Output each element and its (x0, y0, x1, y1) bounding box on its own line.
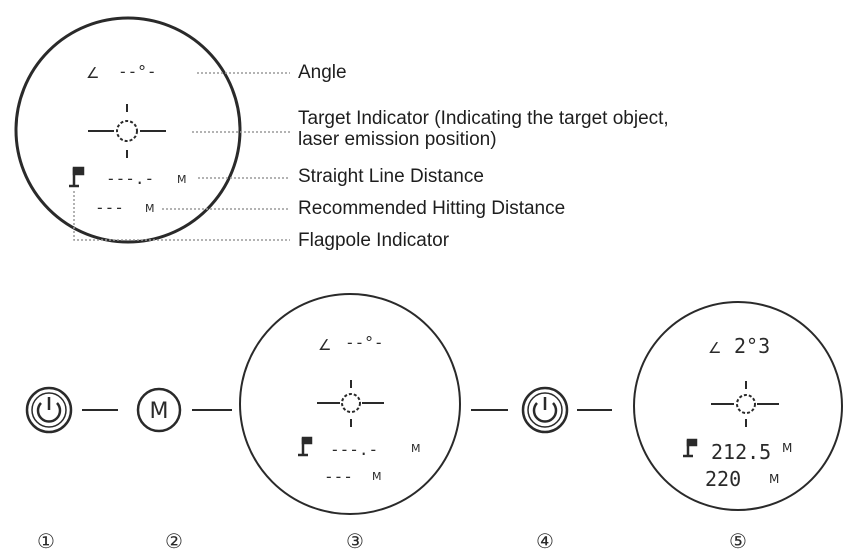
straight-distance-value: ---.- (106, 169, 154, 188)
svg-text:M: M (782, 441, 792, 455)
recommended-distance-unit: M (145, 202, 155, 215)
step-number-4: ④ (536, 529, 554, 553)
power-button-icon (521, 386, 569, 434)
callout-target-line2: laser emission position) (298, 129, 497, 150)
display-blank: ∠ --°- ---.- M --- M (239, 293, 461, 515)
straight-distance-unit: M (177, 173, 187, 186)
svg-text:2°3: 2°3 (734, 334, 770, 358)
callout-angle: Angle (298, 62, 347, 83)
angle-symbol: ∠ (86, 64, 99, 82)
leader-lines (73, 72, 290, 241)
svg-text:212.5: 212.5 (711, 440, 771, 464)
crosshair-icon (88, 104, 166, 158)
display-result: ∠ 2°3 212.5 M 220 M (633, 301, 843, 511)
flag-icon (69, 166, 85, 188)
viewfinder-lens (14, 16, 242, 244)
svg-text:220: 220 (705, 467, 741, 491)
step-number-5: ⑤ (729, 529, 747, 553)
svg-text:---: --- (324, 467, 353, 486)
svg-text:M: M (372, 470, 382, 483)
step-number-1: ① (37, 529, 55, 553)
step-number-2: ② (165, 529, 183, 553)
svg-text:---.-: ---.- (330, 440, 378, 459)
callout-recommended: Recommended Hitting Distance (298, 198, 566, 219)
svg-text:∠: ∠ (708, 339, 721, 357)
angle-value: --°- (118, 62, 157, 81)
callout-target-line1: Target Indicator (Indicating the target … (298, 108, 669, 129)
recommended-distance-value: --- (95, 198, 124, 217)
svg-text:∠: ∠ (318, 336, 331, 354)
svg-text:--°-: --°- (345, 333, 384, 352)
power-button-icon (25, 386, 73, 434)
svg-text:M: M (411, 442, 421, 455)
step-number-3: ③ (346, 529, 364, 553)
callout-flagpole: Flagpole Indicator (298, 230, 450, 251)
svg-text:M: M (150, 399, 169, 424)
m-button-icon: M (136, 387, 182, 433)
callout-straight: Straight Line Distance (298, 166, 484, 187)
svg-text:M: M (769, 472, 779, 486)
